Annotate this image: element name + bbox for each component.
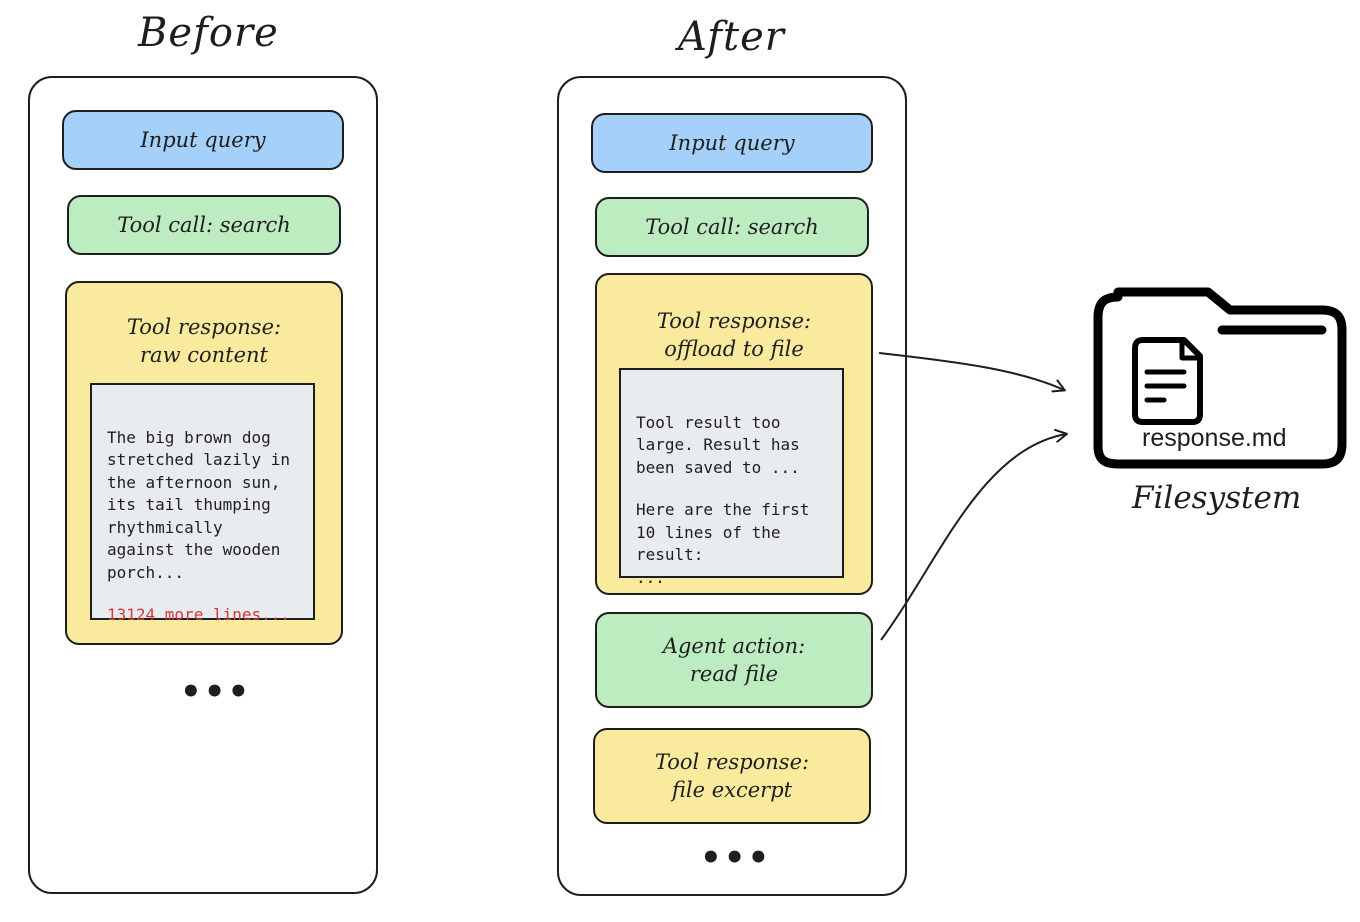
file-name-label: response.md (1142, 424, 1287, 452)
after-input-query: Input query (591, 113, 873, 173)
content-line: been saved to ... (636, 457, 800, 477)
read-file-arrow (880, 428, 1068, 641)
after-input-query-label: Input query (669, 131, 795, 155)
content-line: 10 lines of the (636, 522, 781, 542)
after-title: After (678, 14, 785, 60)
file-response-line-2: file excerpt (671, 778, 793, 802)
before-content-box: The big brown dog stretched lazily in the … (90, 383, 315, 624)
content-line: The big brown dog (107, 427, 271, 447)
content-line: against the wooden (107, 540, 281, 559)
before-title: Before (138, 10, 279, 56)
before-tool-call-label: Tool call: search (117, 213, 291, 237)
filesystem-label: Filesystem (1132, 480, 1302, 516)
content-line: stretched lazily in (107, 450, 291, 469)
content-line: the afternoon sun, (107, 472, 281, 492)
before-tool-call: Tool call: search (67, 195, 341, 255)
content-line: Tool result too (636, 412, 781, 432)
before-input-query-label: Input query (140, 128, 266, 152)
content-line: its tail thumping (107, 495, 271, 514)
after-tool-response-line-2: offload to file (664, 337, 804, 361)
file-response-line-1: Tool response: (654, 750, 810, 774)
offload-arrow (878, 352, 1066, 393)
more-lines-text: 13124 more lines... (107, 605, 291, 624)
document-icon (1132, 337, 1203, 425)
content-line: Here are the first (636, 500, 810, 519)
after-tool-response-line-1: Tool response: (656, 309, 812, 333)
after-tool-call: Tool call: search (595, 197, 869, 257)
content-line: result: (636, 545, 704, 564)
after-file-response: Tool response: file excerpt (593, 728, 871, 824)
before-tool-response-line-2: raw content (140, 343, 268, 367)
after-content-box: Tool result too large. Result has been sav… (619, 368, 844, 587)
content-line: large. Result has (636, 435, 800, 454)
agent-action-line-1: Agent action: (662, 634, 806, 658)
before-input-query: Input query (62, 110, 344, 170)
content-line: rhythmically (107, 517, 223, 537)
agent-action-line-2: read file (689, 662, 779, 686)
content-line: porch... (107, 562, 185, 582)
after-agent-action: Agent action: read file (595, 612, 873, 708)
content-line: ... (636, 567, 665, 587)
before-tool-response-line-1: Tool response: (126, 315, 282, 339)
after-tool-call-label: Tool call: search (645, 215, 819, 239)
